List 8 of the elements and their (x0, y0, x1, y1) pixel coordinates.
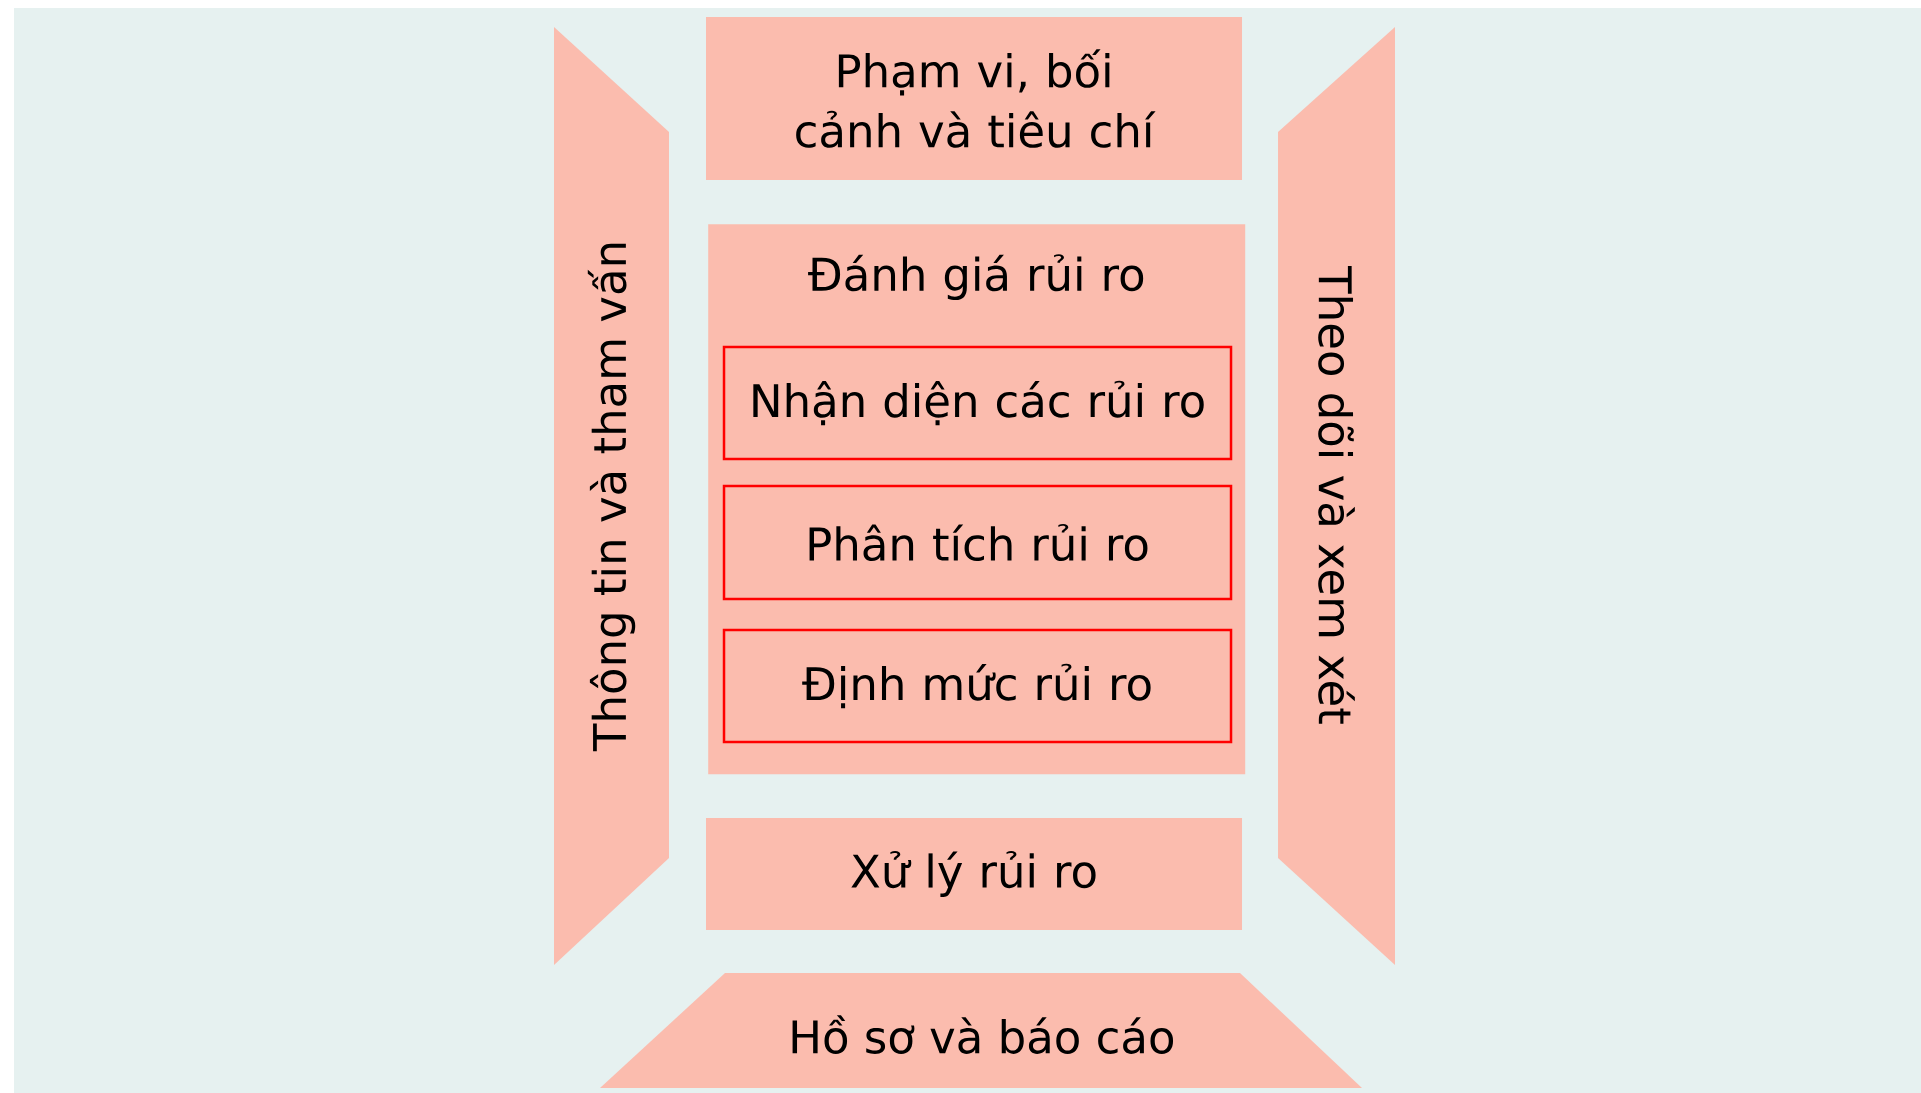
base-band: Hồ sơ và báo cáo (600, 973, 1362, 1088)
process-box: Nhận diện các rủi ro (722, 345, 1233, 461)
process-box: Định mức rủi ro (722, 628, 1233, 744)
process-box: Phạm vi, bối cảnh và tiêu chí (706, 17, 1242, 180)
side-band: Thông tin và tham vấn (554, 27, 669, 965)
side-band: Theo dõi và xem xét (1278, 27, 1395, 965)
process-box: Xử lý rủi ro (706, 818, 1242, 930)
process-box: Phân tích rủi ro (722, 484, 1233, 601)
